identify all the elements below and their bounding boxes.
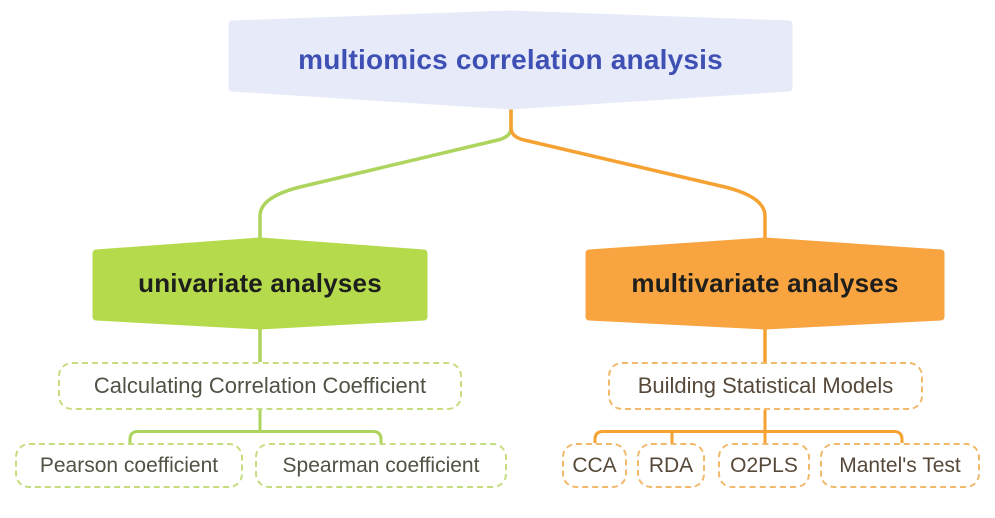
leaf-node-label: CCA bbox=[572, 453, 617, 477]
root-node[interactable]: multiomics correlation analysis bbox=[228, 10, 793, 110]
leaf-node-o2pls[interactable]: O2PLS bbox=[718, 443, 810, 488]
leaf-node-cca[interactable]: CCA bbox=[562, 443, 627, 488]
univariate-hexagon-shape bbox=[92, 237, 428, 330]
connector-orange-group bbox=[509, 104, 904, 446]
connector-root-to-univariate bbox=[258, 104, 513, 242]
leaf-node-label: O2PLS bbox=[730, 453, 798, 477]
child-node-calculating-correlation-coefficient[interactable]: Calculating Correlation Coefficient bbox=[58, 362, 462, 410]
leaf-node-label: Spearman coefficient bbox=[282, 453, 480, 477]
connector-bracket-green bbox=[128, 430, 383, 446]
child-node-label: Building Statistical Models bbox=[637, 373, 894, 398]
leaf-node-label: Pearson coefficient bbox=[39, 453, 219, 477]
root-hexagon-shape bbox=[228, 10, 793, 110]
leaf-node-label: RDA bbox=[648, 453, 694, 477]
connector-bracket-orange bbox=[593, 430, 904, 446]
branch-node-multivariate[interactable]: multivariate analyses bbox=[585, 237, 945, 330]
leaf-node-mantels-test[interactable]: Mantel's Test bbox=[820, 443, 980, 488]
branch-node-univariate[interactable]: univariate analyses bbox=[92, 237, 428, 330]
child-node-building-statistical-models[interactable]: Building Statistical Models bbox=[608, 362, 923, 410]
multivariate-hexagon-shape bbox=[585, 237, 945, 330]
root-node-label: multiomics correlation analysis bbox=[298, 44, 723, 75]
univariate-node-label: univariate analyses bbox=[138, 268, 382, 298]
child-node-label: Calculating Correlation Coefficient bbox=[93, 373, 427, 398]
connector-root-to-multivariate bbox=[509, 104, 767, 242]
leaf-node-pearson-coefficient[interactable]: Pearson coefficient bbox=[15, 443, 243, 488]
leaf-node-spearman-coefficient[interactable]: Spearman coefficient bbox=[255, 443, 507, 488]
leaf-node-rda[interactable]: RDA bbox=[637, 443, 705, 488]
multivariate-node-label: multivariate analyses bbox=[631, 268, 899, 298]
leaf-node-label: Mantel's Test bbox=[839, 453, 961, 477]
